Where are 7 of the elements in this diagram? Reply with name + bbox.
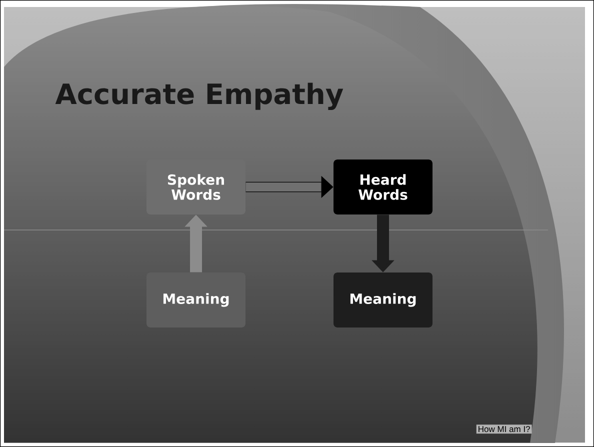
process-box: Spoken Words: [146, 160, 246, 214]
node-label: Spoken Words: [168, 174, 224, 200]
slide-title: Accurate Empathy: [55, 82, 344, 110]
process-box: Meaning: [146, 272, 246, 328]
process-box: Meaning: [334, 272, 432, 328]
process-box: Heard Words: [334, 160, 432, 214]
footer-text: How MI am I?: [476, 424, 532, 434]
